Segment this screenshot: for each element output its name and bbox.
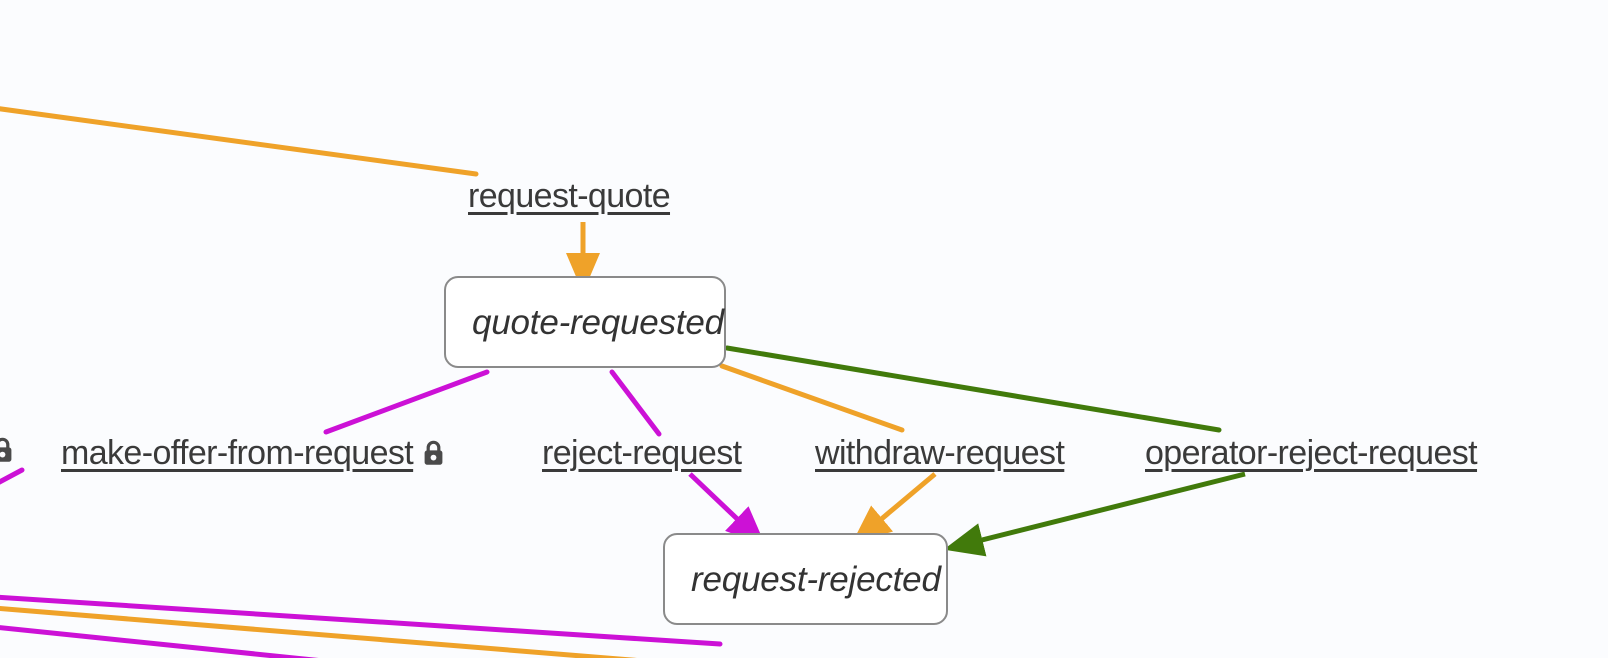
event-label-clipped-left[interactable] (0, 437, 13, 463)
event-label-reject-request[interactable]: reject-request (542, 434, 742, 472)
edge-offscreen-bottom-magenta-upper (0, 594, 723, 647)
lock-icon (0, 437, 13, 463)
event-text-operator-reject-request: operator-reject-request (1145, 434, 1478, 472)
edge-operator-reject-to-request-rejected (943, 471, 1246, 557)
edge-quote-requested-to-withdraw-request (719, 363, 905, 433)
event-label-request-quote[interactable]: request-quote (468, 177, 671, 215)
event-text-reject-request: reject-request (542, 434, 742, 472)
state-label-request-rejected: request-rejected (691, 559, 941, 599)
edge-reject-request-to-request-rejected (688, 472, 766, 547)
edge-offscreen-bottom-orange (0, 605, 638, 658)
edge-quote-requested-to-make-offer (323, 369, 490, 435)
event-text-withdraw-request: withdraw-request (815, 434, 1065, 472)
edge-offscreen-bottom-magenta-lower (0, 625, 319, 658)
edge-quote-requested-to-reject-request (609, 369, 662, 437)
event-label-operator-reject-request[interactable]: operator-reject-request (1145, 434, 1478, 472)
edge-quote-requested-to-operator-reject (724, 345, 1222, 433)
edge-offscreen-to-request-quote (0, 106, 479, 177)
edge-withdraw-request-to-request-rejected (851, 472, 937, 545)
lock-icon (423, 440, 444, 466)
edge-clipped-left-magenta (0, 467, 25, 485)
state-node-quote-requested[interactable]: quote-requested (444, 276, 726, 368)
event-text-make-offer-from-request: make-offer-from-request (61, 434, 414, 472)
event-text-request-quote: request-quote (468, 177, 671, 215)
event-label-withdraw-request[interactable]: withdraw-request (815, 434, 1065, 472)
state-node-request-rejected[interactable]: request-rejected (663, 533, 948, 625)
state-label-quote-requested: quote-requested (472, 302, 724, 342)
event-label-make-offer-from-request[interactable]: make-offer-from-request (61, 436, 444, 470)
